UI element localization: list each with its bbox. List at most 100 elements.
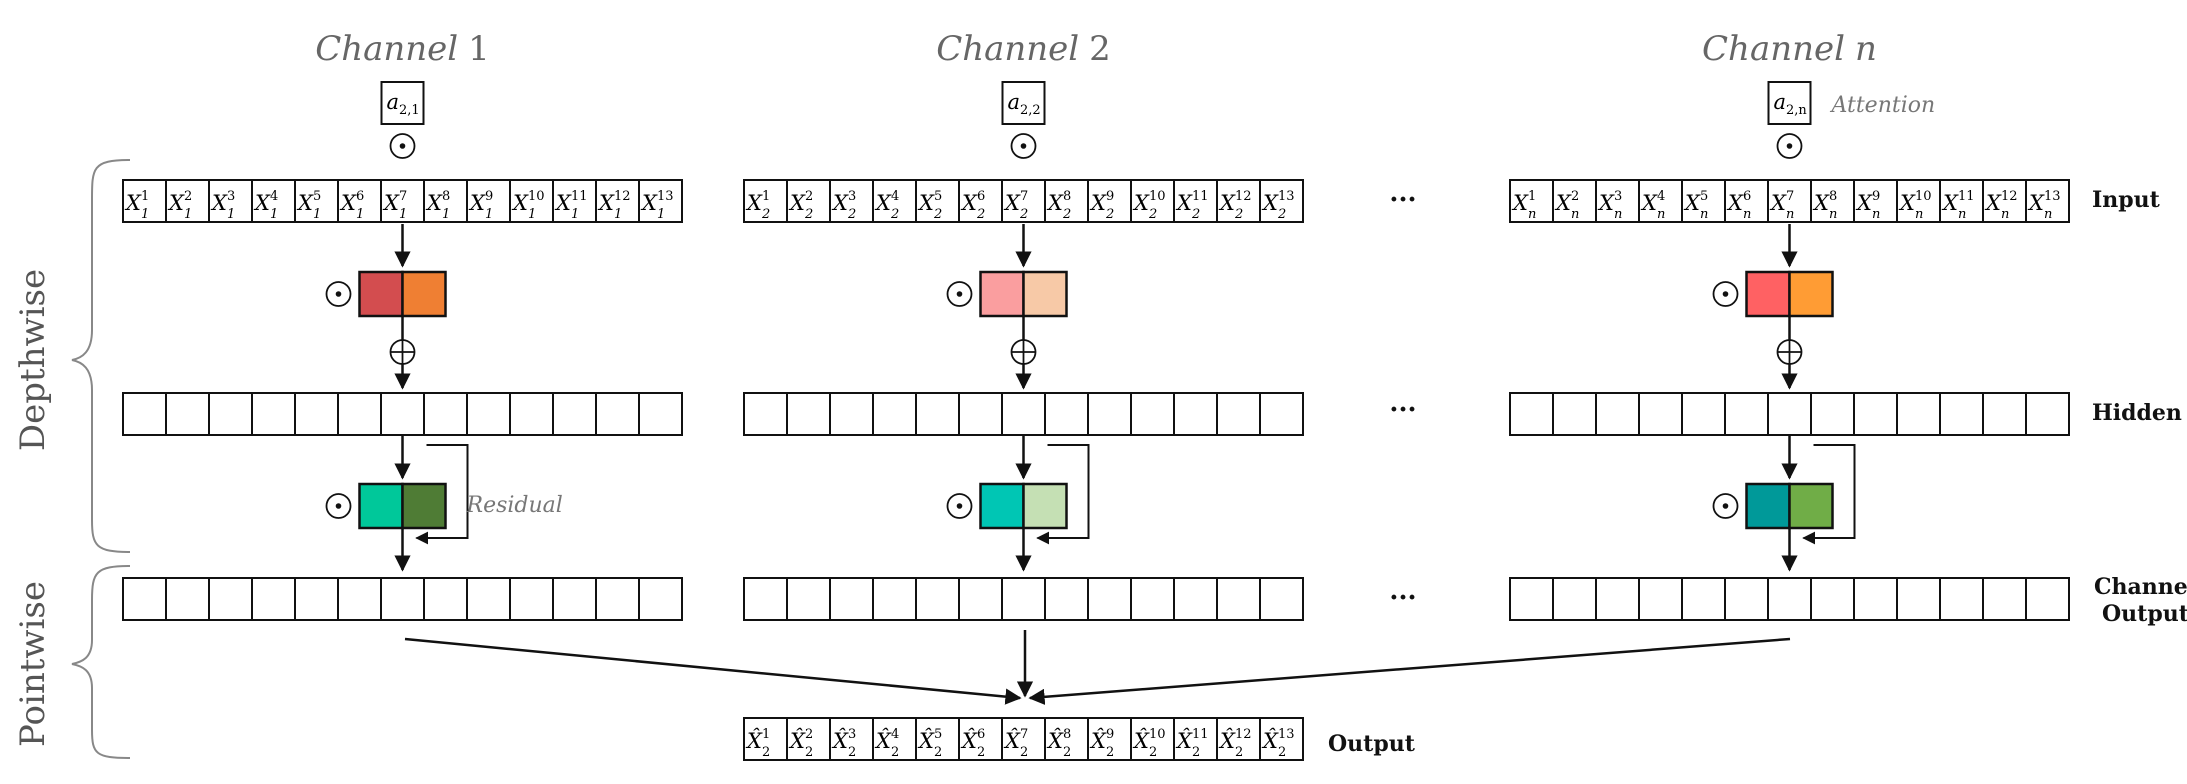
cell-var: X — [1683, 191, 1701, 215]
cell-subscript: 2 — [1234, 207, 1243, 222]
cell-superscript: 11 — [1192, 727, 1209, 742]
cell-subscript: 2 — [847, 207, 856, 222]
cell — [1982, 577, 2027, 621]
cell-box — [1087, 392, 1132, 436]
cell-subscript: n — [1657, 207, 1665, 222]
kernel-weight-1 — [979, 482, 1025, 530]
cell — [786, 392, 831, 436]
cell — [1767, 392, 1812, 436]
attention-weight: a2,n — [1767, 81, 1812, 125]
cell-box — [251, 577, 296, 621]
cell-var: X̂ — [1046, 729, 1064, 753]
attention-multiply-icon — [1776, 133, 1803, 159]
cell-var: X — [2027, 191, 2045, 215]
cell-var: X — [917, 191, 935, 215]
cell-box — [595, 577, 640, 621]
hidden-row — [743, 392, 1304, 436]
cell-box — [1130, 392, 1175, 436]
cell-box — [1939, 392, 1984, 436]
cell-box — [380, 179, 425, 223]
attention-base: a — [1008, 90, 1021, 114]
cell — [638, 392, 683, 436]
cell-superscript: 13 — [1278, 727, 1295, 742]
cell-superscript: 5 — [313, 189, 321, 204]
cell-box — [915, 577, 960, 621]
cell-subscript: 2 — [1278, 745, 1286, 760]
cell-box — [958, 392, 1003, 436]
bias-add-icon — [389, 339, 416, 365]
cell-superscript: 9 — [1106, 727, 1114, 742]
cell — [466, 577, 511, 621]
cell-box — [638, 577, 683, 621]
cell-var: X — [1812, 191, 1830, 215]
cell-box — [958, 179, 1003, 223]
cell — [1638, 577, 1683, 621]
cell-subscript: 2 — [977, 745, 985, 760]
cell — [1810, 577, 1855, 621]
cell-var: X — [124, 191, 142, 215]
cell-var: X̂ — [1218, 729, 1236, 753]
cell-var: X̂ — [917, 729, 935, 753]
cell — [1724, 392, 1769, 436]
cell-box — [1216, 392, 1261, 436]
cell-var: X — [1046, 191, 1064, 215]
conv1-multiply-icon — [325, 281, 352, 307]
cell-var: X̂ — [1261, 729, 1279, 753]
cell-subscript: 1 — [399, 207, 407, 222]
cell-superscript: 9 — [485, 189, 493, 204]
cell-subscript: 1 — [614, 207, 622, 222]
cell-var: X̂ — [960, 729, 978, 753]
cell-label: X̂6 2 — [960, 727, 985, 760]
cell-superscript: 6 — [977, 727, 985, 742]
attention-base: a — [1774, 90, 1787, 114]
cell-box — [208, 392, 253, 436]
cell-box — [380, 577, 425, 621]
cell-subscript: n — [2044, 207, 2052, 222]
cell-var: X — [210, 191, 228, 215]
cell — [958, 577, 1003, 621]
cell — [595, 392, 640, 436]
bias-add-icon — [1010, 339, 1037, 365]
cell-superscript: 8 — [1063, 727, 1071, 742]
cell — [915, 577, 960, 621]
cell-var: X — [745, 191, 763, 215]
cell-subscript: n — [1528, 207, 1536, 222]
cell-subscript: n — [1571, 207, 1579, 222]
cell — [1552, 392, 1597, 436]
cell — [1216, 577, 1261, 621]
merge-arrow-channel-n — [1028, 637, 1791, 705]
kernel-weight-1 — [1745, 270, 1791, 318]
kernel-weight-1 — [1745, 482, 1791, 530]
attention-base: a — [387, 90, 400, 114]
cell-subscript: n — [1786, 207, 1794, 222]
cell-var: X — [1089, 191, 1107, 215]
cell-box — [1216, 179, 1261, 223]
cell-superscript: 6 — [977, 189, 985, 204]
cell-superscript: 12 — [2001, 189, 2018, 204]
cell-box — [294, 392, 339, 436]
